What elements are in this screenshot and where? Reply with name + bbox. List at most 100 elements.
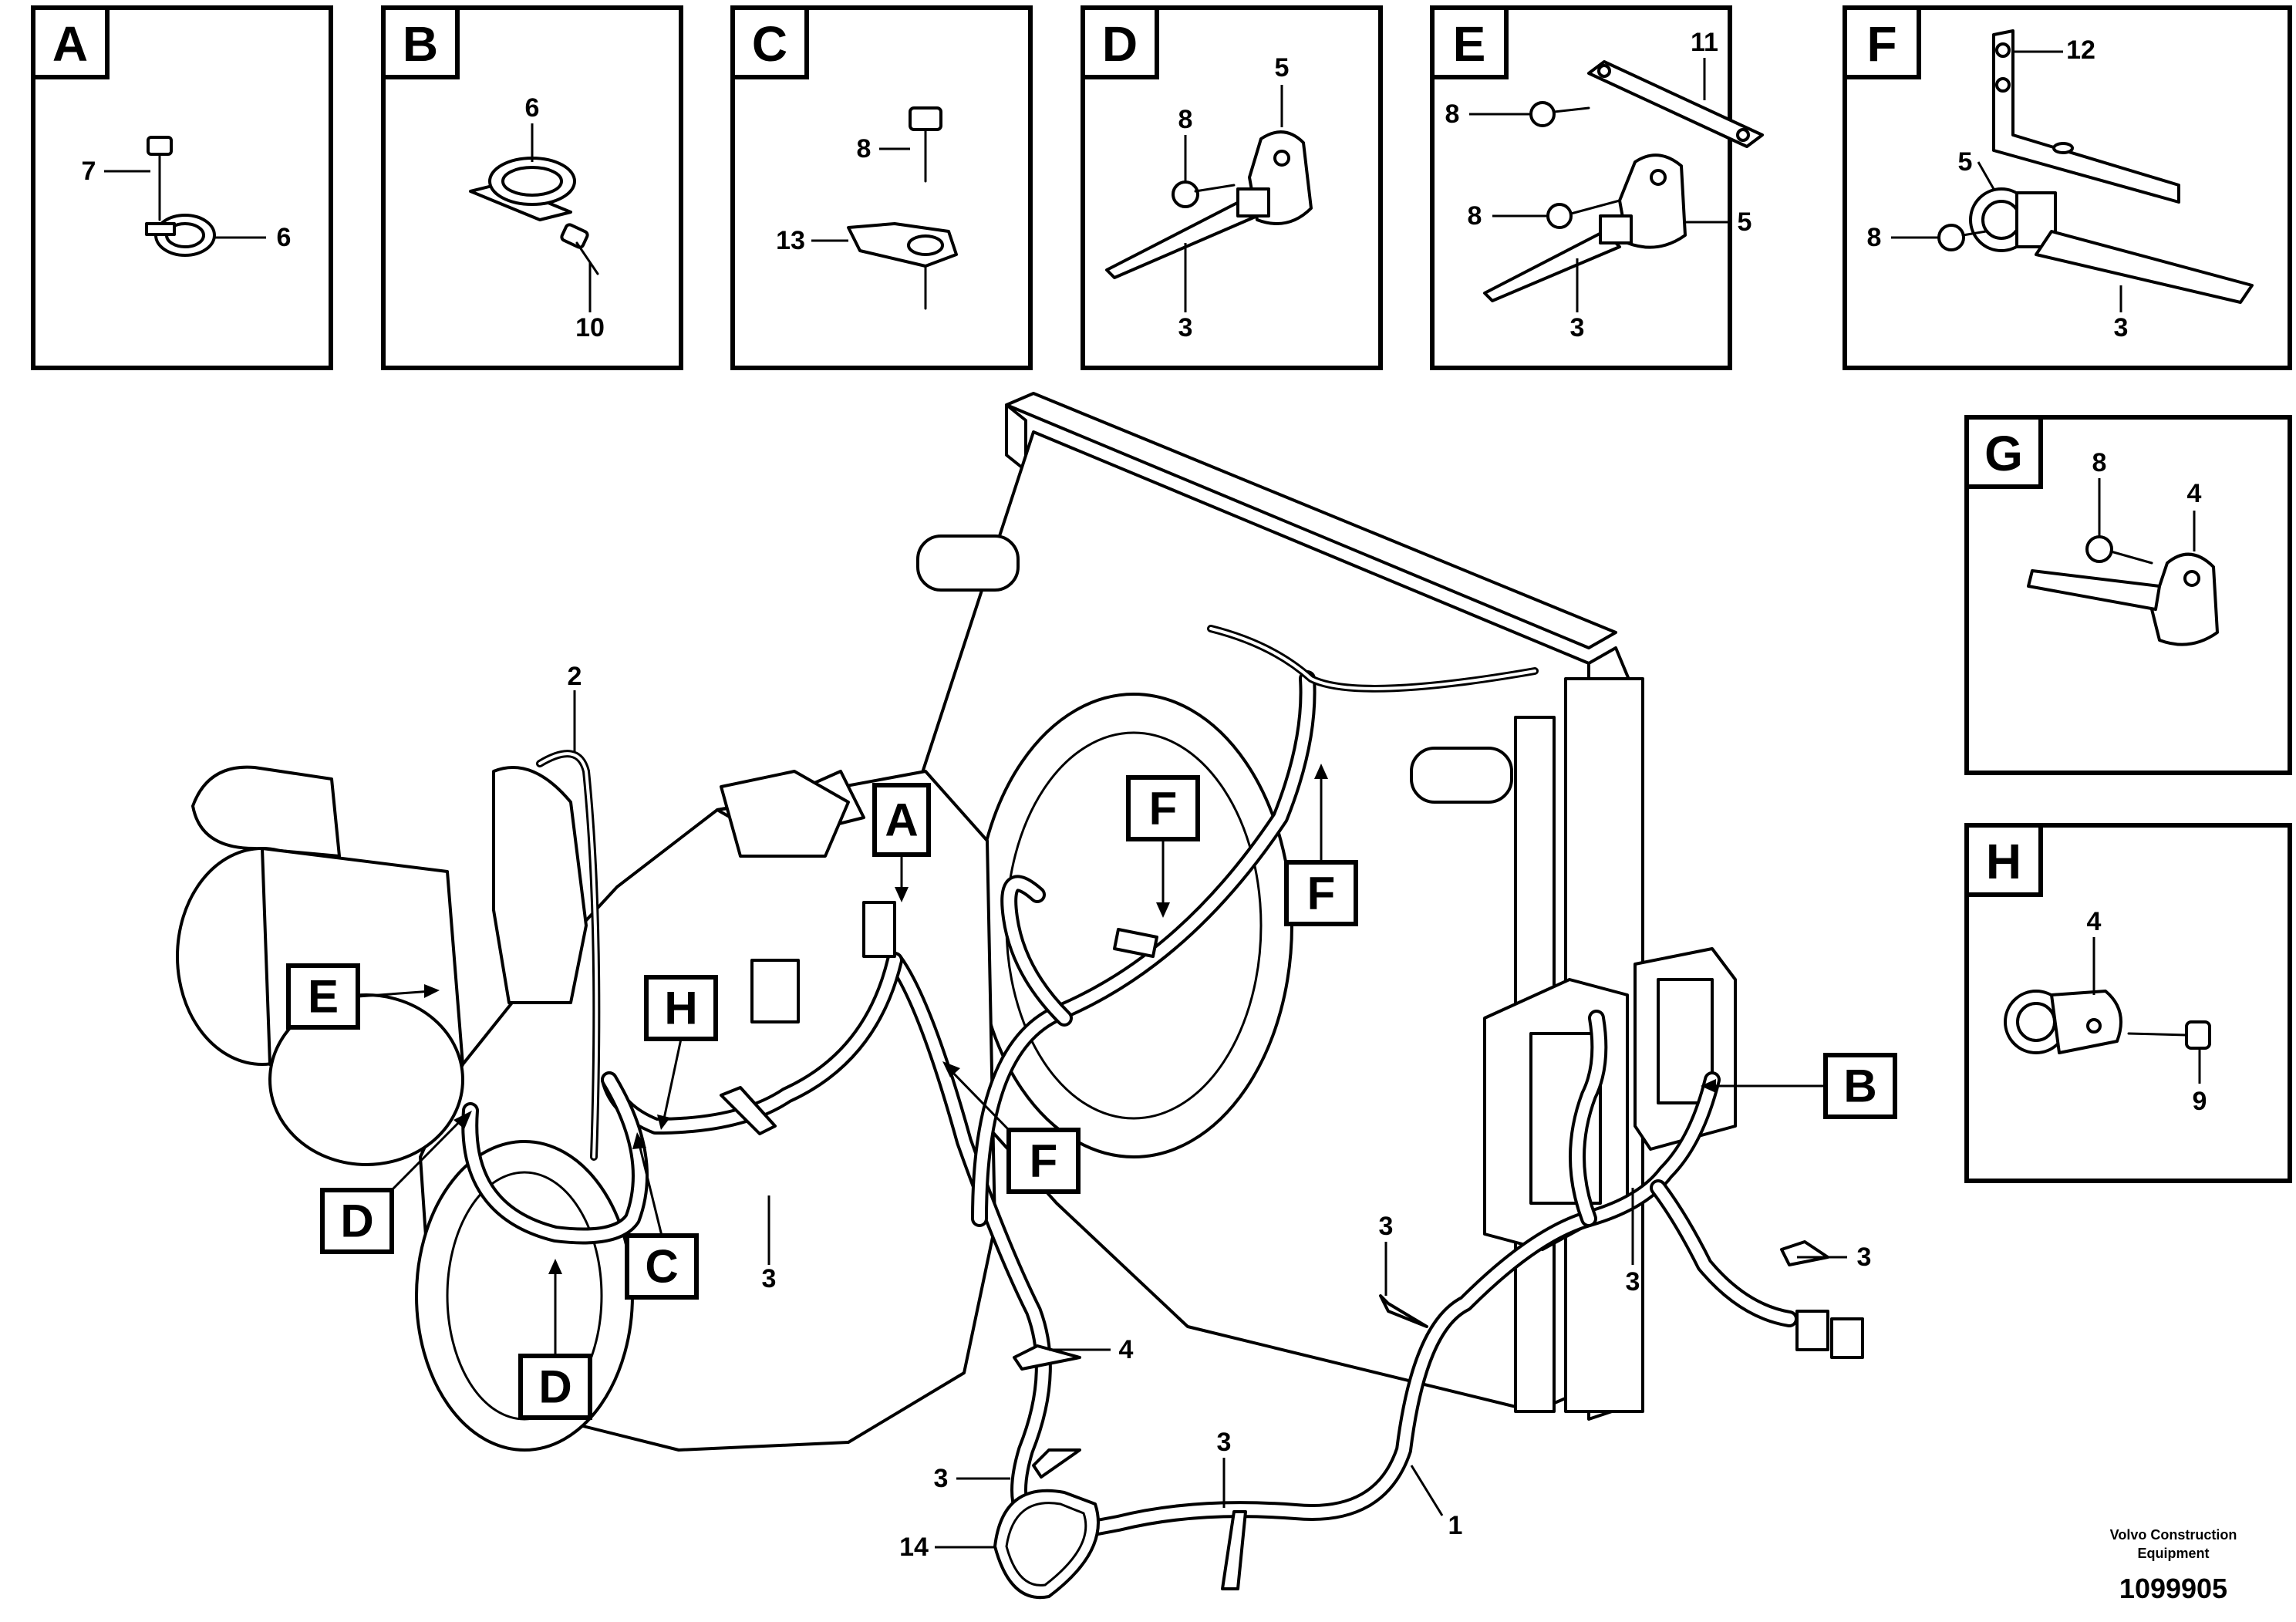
bolt-icon [2085,535,2153,565]
bolt-icon [147,136,173,221]
clamp-icon [1969,187,2057,252]
callout-f: F [1284,764,1358,926]
drawing-id: 1099905 [2119,1573,2227,1604]
part-label-3: 3 [1379,1212,1394,1296]
part-label-14: 14 [899,1533,995,1562]
plate-icon [1587,60,1764,148]
part-label: 3 [1570,313,1585,342]
clamp-icon [145,214,216,257]
svg-text:B: B [1843,1061,1876,1112]
svg-text:H: H [664,983,697,1034]
part-label: 10 [575,313,605,342]
footer-company-line2: Equipment [2138,1546,2210,1561]
coolant-pipe [1410,747,1513,804]
callout-d: D [320,1111,472,1254]
detail-letter: G [1984,426,2023,481]
part-label: 8 [1468,201,1482,231]
detail-letter: B [403,16,438,72]
part-label: 3 [1178,313,1193,342]
svg-text:14: 14 [899,1533,929,1562]
cable-tie-icon [1483,214,1633,302]
part-label-3: 3 [934,1464,1010,1493]
svg-text:F: F [1307,868,1336,919]
part-label: 4 [2087,907,2102,936]
detail-g: G 8 4 [1964,415,2292,775]
cable-tie-icon [1105,187,1270,279]
detail-c: C 8 13 [730,5,1033,370]
callout-f: F [942,1061,1081,1194]
svg-text:3: 3 [762,1264,777,1293]
part-label-3: 3 [1626,1188,1640,1297]
callout-f: F [1126,775,1200,918]
fan-shroud [974,693,1293,1158]
cable-tie-icon [720,928,1829,1590]
part-label: 5 [1738,207,1752,237]
detail-letter: H [1986,834,2021,889]
callout-e: E [286,963,440,1030]
detail-a: A 7 6 [31,5,333,370]
part-label: 5 [1958,147,1973,177]
part-label-3: 3 [1217,1428,1232,1508]
part-label-1: 1 [1410,1465,1463,1540]
part-label: 11 [1691,28,1718,57]
part-label-3: 3 [762,1195,777,1293]
part-label: 4 [2187,479,2202,508]
part-label: 8 [1867,223,1882,252]
part-label-2: 2 [568,662,582,752]
part-label: 13 [776,226,805,255]
part-label: 5 [1275,53,1290,83]
part-label: 3 [2114,313,2129,342]
part-label-3: 3 [1797,1243,1871,1272]
footer-company: Volvo Construction [2110,1527,2237,1543]
svg-text:2: 2 [568,662,582,691]
bolt-icon [909,106,942,183]
clamp-bracket-icon [1618,153,1687,249]
screw-icon [560,223,599,275]
ecu-module [1633,947,1737,1151]
bolt-icon [1172,180,1236,208]
detail-letter: C [752,16,787,72]
svg-text:4: 4 [1119,1335,1134,1364]
callout-b: B [1701,1053,1897,1119]
svg-text:3: 3 [1379,1212,1394,1241]
cable-mount-icon [847,222,958,310]
svg-text:3: 3 [1217,1428,1232,1457]
svg-text:C: C [645,1241,678,1293]
callout-c: C [625,1132,699,1300]
part-label: 9 [2193,1087,2207,1116]
clamp-bracket-icon [2150,552,2219,646]
detail-letter: F [1866,16,1896,72]
cable-tie-icon [2027,569,2161,611]
callout-h: H [644,975,718,1130]
svg-text:D: D [538,1361,571,1413]
svg-text:3: 3 [1857,1243,1872,1272]
part-label: 7 [82,157,96,186]
part-label: 8 [857,134,872,164]
part-label: 8 [1178,105,1193,134]
part-label: 8 [1445,99,1460,129]
svg-text:A: A [885,794,918,846]
part-label-4: 4 [1049,1335,1134,1364]
clamp-bracket-icon [2004,990,2122,1054]
svg-text:E: E [308,971,339,1023]
svg-text:3: 3 [1626,1267,1640,1297]
callout-a: A [872,783,931,902]
svg-text:1: 1 [1448,1511,1463,1540]
detail-e: E 11 8 8 5 3 [1430,5,1764,370]
connector-icon [750,901,1864,1359]
svg-text:F: F [1149,783,1178,835]
assembly-drawing [176,392,1864,1600]
detail-b: B 6 10 [381,5,683,370]
detail-letter: D [1102,16,1138,72]
detail-f: F 12 5 8 3 [1843,5,2292,370]
coolant-pipe [916,534,1020,592]
detail-h: H 4 9 [1964,823,2292,1183]
svg-text:D: D [340,1195,373,1247]
svg-text:F: F [1030,1135,1058,1187]
clamp-icon [469,157,576,221]
detail-letter: E [1453,16,1486,72]
bracket-icon [1992,29,2180,204]
turbocharger [176,765,588,1166]
bolt-icon [2127,1020,2211,1050]
